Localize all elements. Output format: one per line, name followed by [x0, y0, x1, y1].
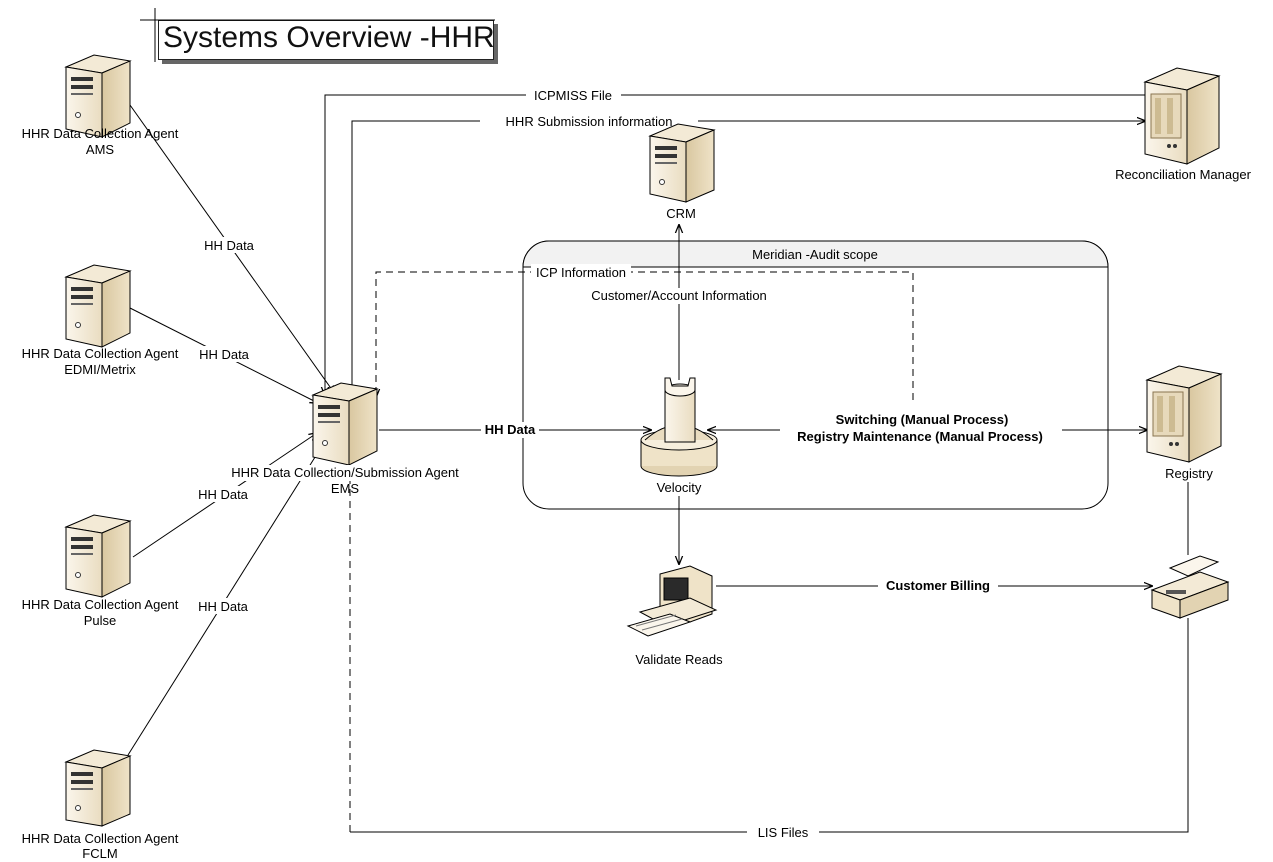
edge-label-hhr-submission: HHR Submission information: [506, 114, 673, 129]
audit-scope-label: Meridian -Audit scope: [752, 247, 878, 262]
node-velocity-label: Velocity: [657, 480, 702, 495]
node-crm-label: CRM: [666, 206, 696, 221]
edge-label-bg: [526, 87, 621, 103]
edge-label-switching: Switching (Manual Process): [836, 412, 1009, 427]
node-edmi-label-1: HHR Data Collection Agent: [22, 346, 179, 361]
node-pulse-label-1: HHR Data Collection Agent: [22, 597, 179, 612]
node-ems-label-2: EMS: [331, 481, 360, 496]
node-label-bg: [214, 465, 476, 481]
node-ems-label-1: HHR Data Collection/Submission Agent: [231, 465, 459, 480]
edge-label-bg: [481, 422, 539, 438]
edge-label-bg: [531, 264, 631, 280]
edge-lis-files-solid: [350, 618, 1189, 833]
server-icon: [311, 382, 379, 466]
edge-label-bg: [194, 486, 252, 502]
edge-label-bg: [878, 578, 998, 594]
node-recon-label: Reconciliation Manager: [1115, 167, 1252, 182]
edge-label-hh-edmi: HH Data: [199, 347, 250, 362]
edge-hhr-submission: [351, 121, 1145, 385]
edge-icpmiss-file: [325, 94, 1145, 395]
audit-scope-boundary: Meridian -Audit scope: [522, 240, 1109, 510]
printer-icon: [1150, 555, 1230, 619]
edge-label-customer-account: Customer/Account Information: [591, 288, 767, 303]
edge-label-bg: [780, 412, 1062, 444]
edge-label-bg: [194, 598, 252, 614]
edge-label-bg: [480, 113, 698, 129]
edge-label-icpmiss: ICPMISS File: [534, 88, 612, 103]
edge-label-bg: [747, 824, 819, 840]
node-fclm-label-1: HHR Data Collection Agent: [22, 831, 179, 846]
edge-label-icp-info: ICP Information: [536, 265, 626, 280]
server-icon: [64, 749, 132, 827]
server-icon: [64, 514, 132, 598]
edge-label-lis-files: LIS Files: [758, 825, 809, 840]
edge-label-hh-ams: HH Data: [204, 238, 255, 253]
server-icon: [64, 54, 132, 138]
node-edmi-label-2: EDMI/Metrix: [64, 362, 136, 377]
edge-label-bg: [200, 237, 258, 253]
node-fclm-label-2: FCLM: [82, 846, 117, 861]
node-pulse-label-2: Pulse: [84, 613, 117, 628]
server-large-icon: [1143, 67, 1221, 165]
workstation-icon: [626, 565, 718, 637]
edge-label-hh-pulse: HH Data: [198, 487, 249, 502]
edge-label-bg: [195, 346, 253, 362]
server-large-icon: [1145, 365, 1223, 463]
edge-label-registry-maint: Registry Maintenance (Manual Process): [797, 429, 1043, 444]
velocity-icon: [640, 377, 718, 477]
node-validate-label: Validate Reads: [635, 652, 723, 667]
edge-icp-information: [376, 271, 914, 400]
page-title: Systems Overview -HHR: [163, 21, 495, 54]
server-icon: [64, 264, 132, 348]
edge-label-hh-ems-velocity: HH Data: [485, 422, 536, 437]
edge-label-customer-billing: Customer Billing: [886, 578, 990, 593]
edge-label-bg: [578, 288, 780, 304]
node-registry-label: Registry: [1165, 466, 1213, 481]
edge-label-hh-fclm: HH Data: [198, 599, 249, 614]
node-ams-label-1: HHR Data Collection Agent: [22, 126, 179, 141]
node-ams-label-2: AMS: [86, 142, 115, 157]
server-icon: [648, 123, 716, 203]
